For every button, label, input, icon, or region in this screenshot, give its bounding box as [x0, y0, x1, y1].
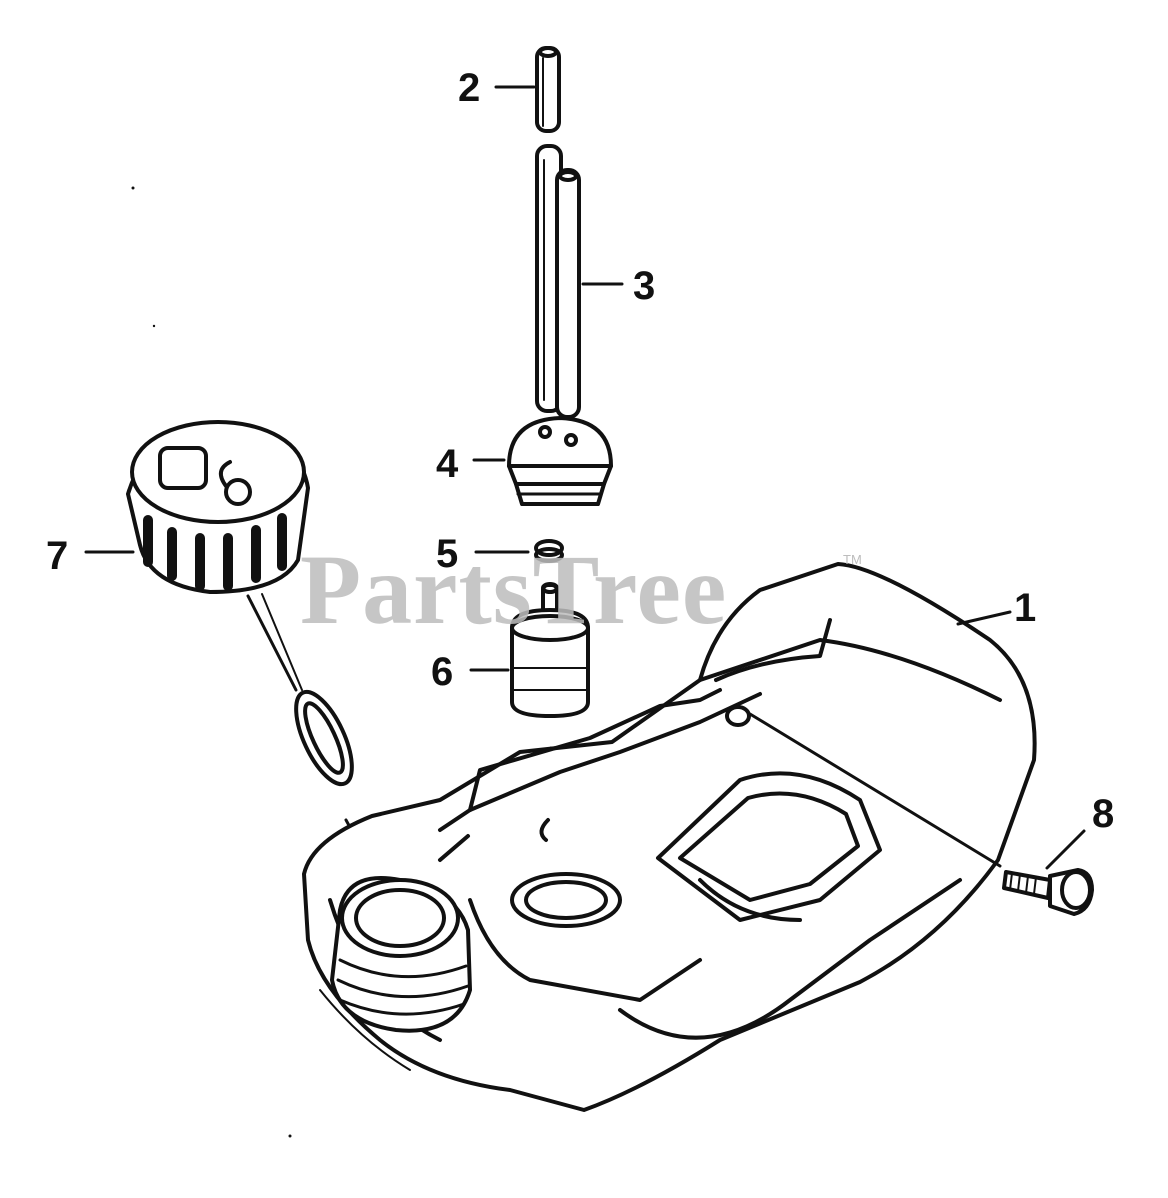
trademark-mark: TM — [843, 552, 862, 567]
part-8-bolt — [1002, 829, 1094, 916]
callout-1: 1 — [1014, 586, 1037, 630]
part-5-ring — [474, 539, 564, 563]
callout-2: 2 — [458, 66, 481, 110]
part-6-fuel-filter — [469, 582, 590, 842]
callout-3: 3 — [633, 264, 656, 308]
watermark: PartsTree — [300, 534, 728, 645]
callout-7: 7 — [46, 534, 69, 578]
callout-6: 6 — [431, 650, 454, 694]
callout-4: 4 — [436, 442, 459, 486]
part-7-fuel-cap — [84, 420, 392, 902]
callout-5: 5 — [436, 532, 459, 576]
part-4-grommet — [472, 416, 613, 506]
part-1-fuel-tank — [302, 562, 1037, 1112]
callout-8: 8 — [1092, 792, 1115, 836]
part-2-short-tube — [494, 46, 561, 133]
part-3-long-tubes — [535, 144, 624, 419]
